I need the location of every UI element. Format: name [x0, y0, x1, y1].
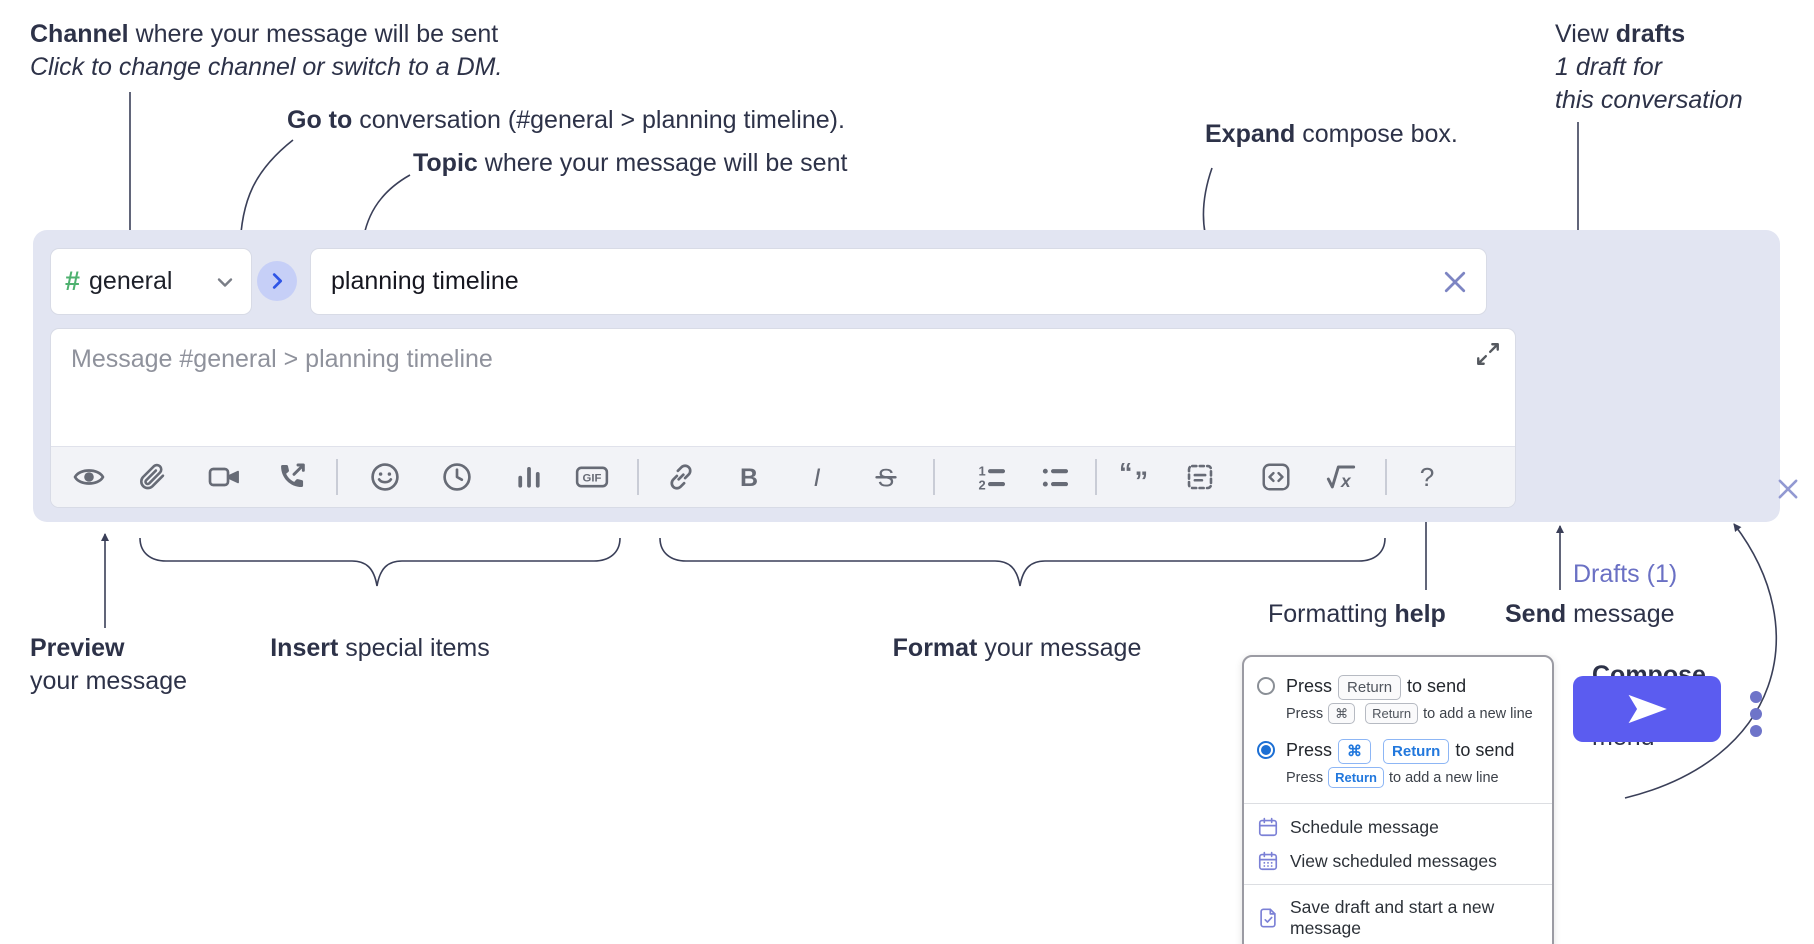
chevron-right-icon: [272, 273, 283, 289]
channel-annotation: Channel where your message will be sent …: [30, 20, 503, 81]
topic-annotation: Topic where your message will be sent: [413, 149, 848, 177]
format-annotation: Format your message: [892, 634, 1142, 662]
expand-diagonal-icon[interactable]: [1475, 341, 1501, 367]
message-input[interactable]: [51, 329, 1515, 441]
drafts-annotation: View drafts 1 draft for this conversatio…: [1555, 20, 1743, 114]
svg-text:“: “: [1119, 460, 1132, 487]
menu-item-label: Schedule message: [1290, 816, 1439, 837]
channel-name: general: [89, 267, 173, 295]
drafts-link[interactable]: Drafts (1): [1573, 560, 1678, 588]
poll-icon[interactable]: [514, 462, 544, 492]
calendar-grid-icon: [1257, 850, 1279, 872]
bulleted-list-icon[interactable]: [1040, 462, 1071, 493]
chevron-down-icon: [213, 270, 237, 294]
menu-item-label: View scheduled messages: [1290, 850, 1497, 871]
strikethrough-icon[interactable]: S: [871, 462, 901, 492]
menu-item-save-draft-and-start-a-new-message[interactable]: Save draft and start a new message: [1244, 891, 1552, 944]
preview-annotation: Preview your message: [30, 634, 188, 695]
insert-annotation: Insert special items: [270, 634, 490, 662]
audio-call-icon[interactable]: [276, 461, 308, 493]
italic-icon[interactable]: I: [802, 462, 832, 492]
math-icon[interactable]: x: [1325, 461, 1357, 493]
topic-input[interactable]: [311, 249, 1486, 314]
spoiler-icon[interactable]: [1185, 462, 1216, 493]
cmd-keycap: ⌘: [1338, 739, 1372, 764]
expand-annotation: Expand compose box.: [1205, 120, 1458, 148]
compose-options-menu-icon[interactable]: [1750, 691, 1762, 737]
channel-hash-icon: #: [65, 266, 81, 296]
svg-text:GIF: GIF: [583, 473, 602, 485]
goto-annotation: Go to conversation (#general > planning …: [287, 106, 845, 134]
goto-conversation-button[interactable]: [257, 261, 297, 301]
toolbar-divider: [933, 459, 935, 495]
menu-divider: [1244, 884, 1552, 885]
bold-icon[interactable]: B: [734, 462, 764, 492]
svg-text:1: 1: [978, 464, 985, 479]
svg-text:I: I: [814, 464, 821, 492]
toolbar-divider: [1385, 459, 1387, 495]
cmd-keycap: ⌘: [1328, 703, 1356, 724]
code-icon[interactable]: [1261, 462, 1292, 493]
attach-icon[interactable]: [137, 462, 168, 493]
menu-item-label: Save draft and start a new message: [1290, 897, 1495, 938]
toolbar-divider: [336, 459, 338, 495]
return-keycap: Return: [1328, 767, 1384, 788]
svg-text:?: ?: [1420, 462, 1435, 492]
menu-item-view-scheduled-messages[interactable]: View scheduled messages: [1244, 844, 1552, 878]
quote-icon[interactable]: “”: [1119, 460, 1153, 494]
svg-text:B: B: [740, 464, 758, 492]
toolbar-divider: [1095, 459, 1097, 495]
close-compose-icon[interactable]: [1774, 475, 1802, 503]
svg-text:x: x: [1340, 471, 1352, 491]
svg-text:”: ”: [1135, 466, 1148, 494]
message-box: GIF B I S 12 “” x?: [50, 328, 1516, 508]
preview-icon[interactable]: [73, 461, 105, 493]
channel-selector[interactable]: # general: [50, 248, 252, 315]
return-keycap: Return: [1383, 739, 1450, 764]
emoji-icon[interactable]: [369, 461, 401, 493]
menu-divider: [1244, 803, 1552, 804]
video-call-icon[interactable]: [208, 461, 240, 493]
return-keycap: Return: [1338, 675, 1402, 700]
radio-unselected-icon[interactable]: [1257, 677, 1275, 695]
help-icon[interactable]: ?: [1412, 462, 1442, 492]
radio-selected-icon[interactable]: [1257, 741, 1275, 759]
return-keycap: Return: [1365, 703, 1419, 724]
send-paper-plane-icon: [1628, 694, 1667, 724]
send-annotation: Send message: [1505, 600, 1675, 628]
menu-item-schedule-message[interactable]: Schedule message: [1244, 810, 1552, 844]
time-icon[interactable]: [441, 461, 473, 493]
svg-text:2: 2: [978, 477, 985, 492]
save-draft-icon: [1257, 907, 1279, 929]
formatting-help-annotation: Formatting help: [1268, 600, 1446, 628]
toolbar-divider: [637, 459, 639, 495]
calendar-icon: [1257, 816, 1279, 838]
clear-topic-icon[interactable]: [1440, 267, 1470, 297]
link-icon[interactable]: [666, 462, 697, 493]
gif-icon[interactable]: GIF: [575, 460, 609, 494]
send-button[interactable]: [1573, 676, 1721, 742]
topic-input-wrapper: [310, 248, 1487, 315]
